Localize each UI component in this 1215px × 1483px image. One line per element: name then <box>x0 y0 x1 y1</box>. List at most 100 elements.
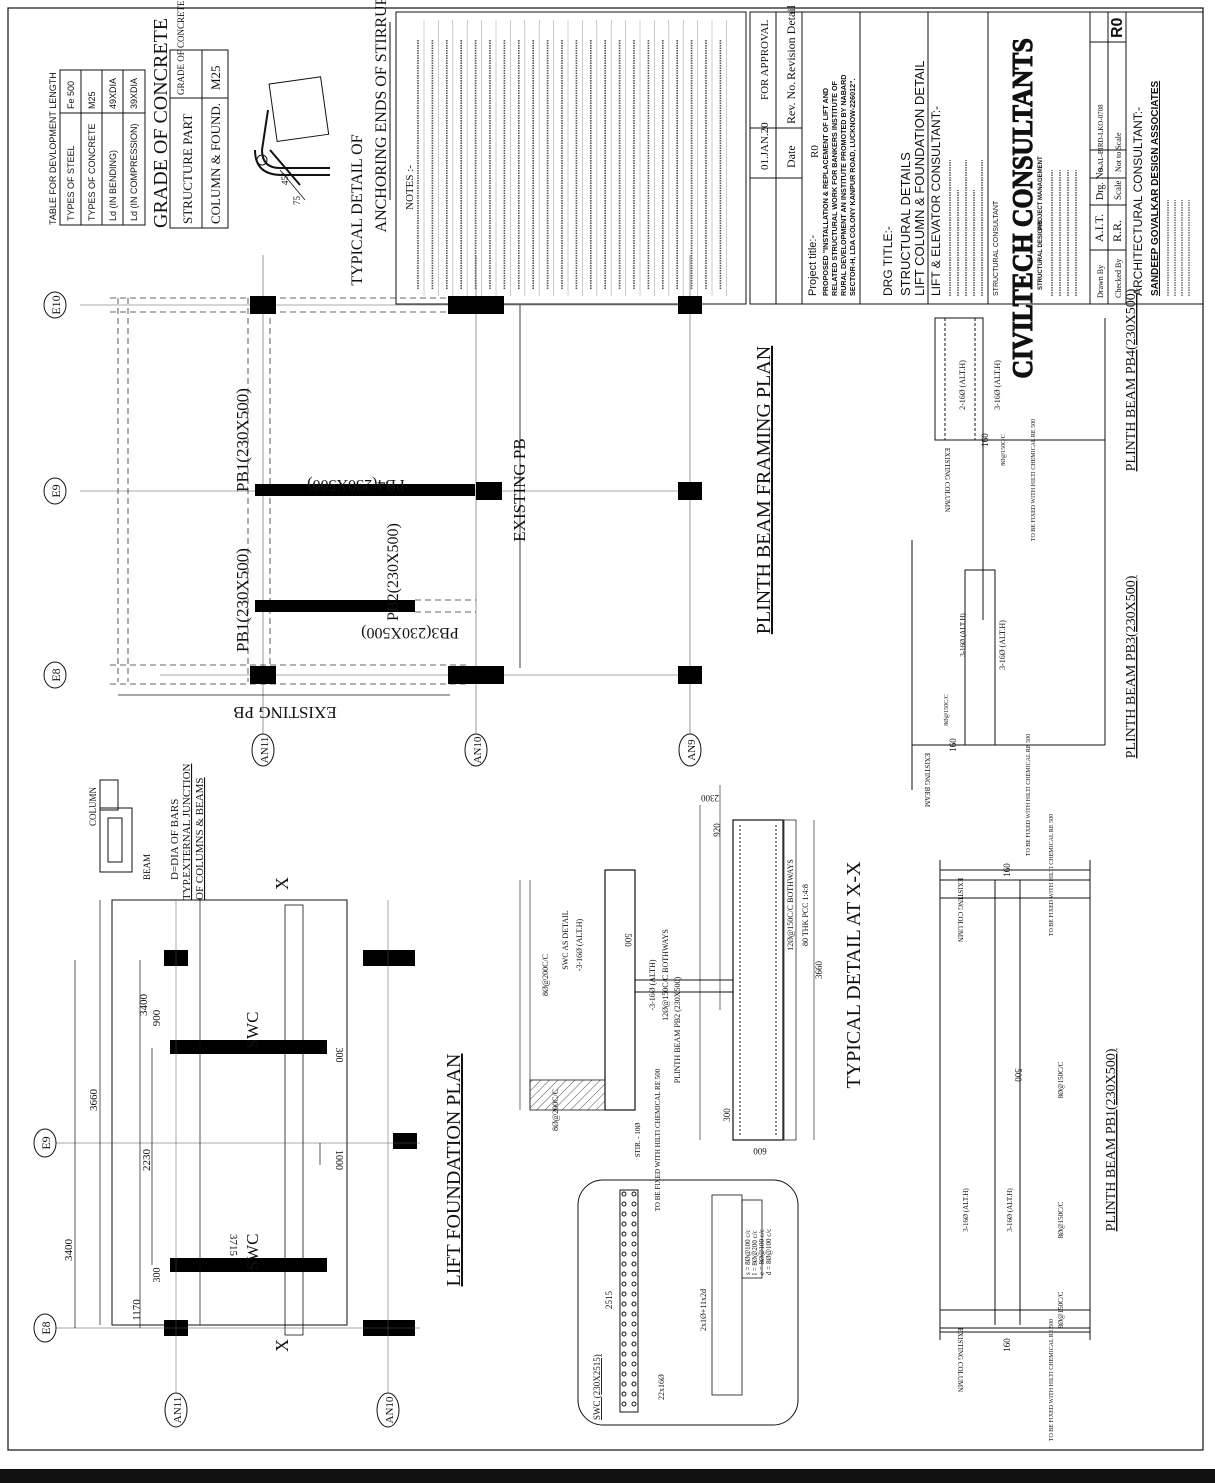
xx-label-12-150-b: 12Ø@150C/C BOTHWAYS <box>786 859 795 951</box>
pb4-label-stirrup: 8Ø@150C/C <box>1001 434 1007 466</box>
stirrup-hook-label: 75 <box>292 196 302 206</box>
xx-dim-300: 300 <box>722 1108 732 1122</box>
section-xx-title: TYPICAL DETAIL AT X-X <box>843 861 865 1089</box>
swc-bar <box>621 1251 627 1257</box>
pb1-detail: EXISTING COLUMN EXISTING COLUMN 160 160 … <box>939 814 1119 1441</box>
dim-300-lower: 300 <box>152 1268 163 1283</box>
swc-bar <box>621 1301 627 1307</box>
swc-bar-dots <box>621 1191 637 1407</box>
xx-dim-500: 500 <box>623 933 633 947</box>
pb1-label-existing-column-bottom: EXISTING COLUMN <box>956 1328 964 1392</box>
pb4-label-top-bars: 2-16Ø (ALT.H) <box>958 360 967 410</box>
swc-bar <box>621 1191 627 1197</box>
pb1-label-160-bottom: 160 <box>1002 1338 1012 1352</box>
xx-dim-3660: 3660 <box>814 961 824 980</box>
drg-title-line2: LIFT COLUMN & FOUNDATION DETAIL <box>912 61 927 296</box>
swc-detail: SWC (230X2515) 2515 22x16Ø 2x1Ø+11x2d s … <box>577 1179 799 1426</box>
lift-consultant-address <box>949 160 983 296</box>
drg-title-label: DRG TITLE:- <box>881 226 895 296</box>
swc-spec-1: s = 8Ø@100 c/c <box>744 1229 752 1275</box>
grade-col2-header: GRADE OF CONCRETE <box>176 0 186 95</box>
pb4-title: PLINTH BEAM PB4(230X500) <box>1124 288 1139 471</box>
foundation-grid-AN11: AN11 <box>172 1397 184 1423</box>
section-mark-top: X <box>272 877 292 890</box>
column-AN9-E9 <box>678 482 702 500</box>
checked-by-label: Checked By <box>1114 259 1123 298</box>
notes-heading: NOTES :- <box>404 165 416 210</box>
pb1-label-500: 500 <box>1013 1068 1023 1082</box>
pb4-label-160: 160 <box>980 433 990 447</box>
xx-dim-920: 920 <box>712 823 722 837</box>
xx-label-3-16-b: -3-16Ø (ALTH) <box>648 959 657 1010</box>
dim-1000: 1000 <box>333 1150 344 1170</box>
pb1-title: PLINTH BEAM PB1(230X500) <box>1104 1048 1119 1231</box>
dim-1170: 1170 <box>131 1299 143 1321</box>
swc-bar <box>621 1221 627 1227</box>
lift-consultant-label: LIFT & ELEVATOR CONSULTANT:- <box>929 106 943 296</box>
label-pb1-top: PB1(230X500) <box>233 388 252 492</box>
architect-address <box>1167 200 1190 296</box>
swc-bar <box>621 1311 627 1317</box>
swc-bar <box>621 1201 627 1207</box>
foundation-raft-outline <box>111 899 348 1326</box>
project-line-4: SECTOR-H, LDA COLONY KANPUR ROAD, LUCKNO… <box>848 78 857 296</box>
scale-value: Not to Scale <box>1114 132 1123 172</box>
swc-bar <box>631 1331 637 1337</box>
dev-row-concrete-value: M25 <box>87 91 97 109</box>
revision-block: 01.JAN.20 R0 FOR APPROVAL Date Rev. No. … <box>749 4 821 305</box>
column-AN9-E10 <box>678 296 702 314</box>
swc-bar <box>631 1401 637 1407</box>
pb4-label-hilti: TO BE FIXED WITH HILTI CHEMICAL RE 500 <box>1031 419 1037 541</box>
architect-label: ARCHITECTURAL CONSULTANT:- <box>1131 107 1145 296</box>
pb1-label-stirrup-end: 8Ø@150C/C <box>1057 1291 1065 1328</box>
dev-row-compression-label: Ld (IN COMPRESSION) <box>129 123 139 221</box>
swc-bar <box>621 1321 627 1327</box>
dev-row-compression-value: 39XDIA <box>129 78 139 109</box>
foundation-grid-AN10: AN10 <box>384 1396 396 1423</box>
revision-col-rev: Rev. No. <box>784 82 798 124</box>
foundation-grid-E8: E8 <box>39 1321 53 1334</box>
pb1-label-stirrup-mid: 8Ø@150C/C <box>1057 1061 1065 1098</box>
pb1-label-160-top: 160 <box>1002 863 1012 877</box>
pb4-label-existing-column: EXISTING COLUMN <box>943 448 951 512</box>
dev-row-concrete-label: TYPES OF CONCRETE <box>87 123 97 221</box>
architect-name: SANDEEP GOVALKAR DESIGN ASSOCIATES <box>1150 80 1161 296</box>
dim-3715: 3715 <box>227 1234 239 1257</box>
project-line-1: PROPOSED "INSTALLATION & REPLACEMENT OF … <box>821 88 830 296</box>
swc-bar <box>631 1211 637 1217</box>
grade-col1-header: STRUCTURE PART <box>180 114 195 224</box>
grid-bubble-AN10: AN10 <box>472 736 484 763</box>
grid-bubble-AN9: AN9 <box>686 739 698 761</box>
swc-bar <box>631 1221 637 1227</box>
scale-label: Scale <box>1113 181 1123 201</box>
foundation-plan-title: LIFT FOUNDATION PLAN <box>443 1054 465 1287</box>
civiltech-logo: CIVILTECH CONSULTANTS <box>1007 38 1038 378</box>
column-AN9-E8 <box>678 666 702 684</box>
column-AN11-E8 <box>250 666 276 684</box>
swc-bar <box>621 1281 627 1287</box>
grade-part: COLUMN & FOUND. <box>208 103 223 224</box>
swc-bar <box>621 1391 627 1397</box>
swc-bar <box>621 1291 627 1297</box>
swc-bar <box>631 1291 637 1297</box>
xx-dim-600: 600 <box>753 1146 767 1156</box>
swc-note: 2x1Ø+11x2d <box>699 1289 708 1331</box>
revision-detail: FOR APPROVAL <box>759 20 771 100</box>
swc-bar <box>621 1351 627 1357</box>
pb1-label-bottom-bars: 3-16Ø (ALT.H) <box>1006 1188 1014 1232</box>
structural-consultant-label: STRUCTURAL CONSULTANT <box>993 200 1000 296</box>
label-pb3: PB3(230X500) <box>361 624 459 641</box>
swc-bar <box>631 1381 637 1387</box>
dim-3660: 3660 <box>88 1089 100 1112</box>
pb3-label-existing-beam: EXISTING BEAM <box>923 753 931 808</box>
xx-label-12-150-a: 12Ø@150C/C BOTHWAYS <box>661 929 670 1021</box>
lift-foundation-plan: SWC SWC 3400 3660 3400 900 2230 1170 <box>33 877 465 1428</box>
label-pb1-bottom: PB1(230X500) <box>233 548 252 652</box>
swc-bar <box>631 1201 637 1207</box>
pb3-label-bottom-bars: 3-16Ø (ALT.H) <box>998 620 1007 670</box>
junction-line2: TYP.EXTERNAL JUNCTION <box>181 763 193 900</box>
dev-row-bending-value: 49XDIA <box>108 78 118 109</box>
stirrup-title-line1: TYPICAL DETAIL OF <box>349 134 366 285</box>
logo-tag-project: PROJECT MANAGEMENT <box>1038 156 1044 230</box>
grid-bubble-E9: E9 <box>49 484 63 497</box>
